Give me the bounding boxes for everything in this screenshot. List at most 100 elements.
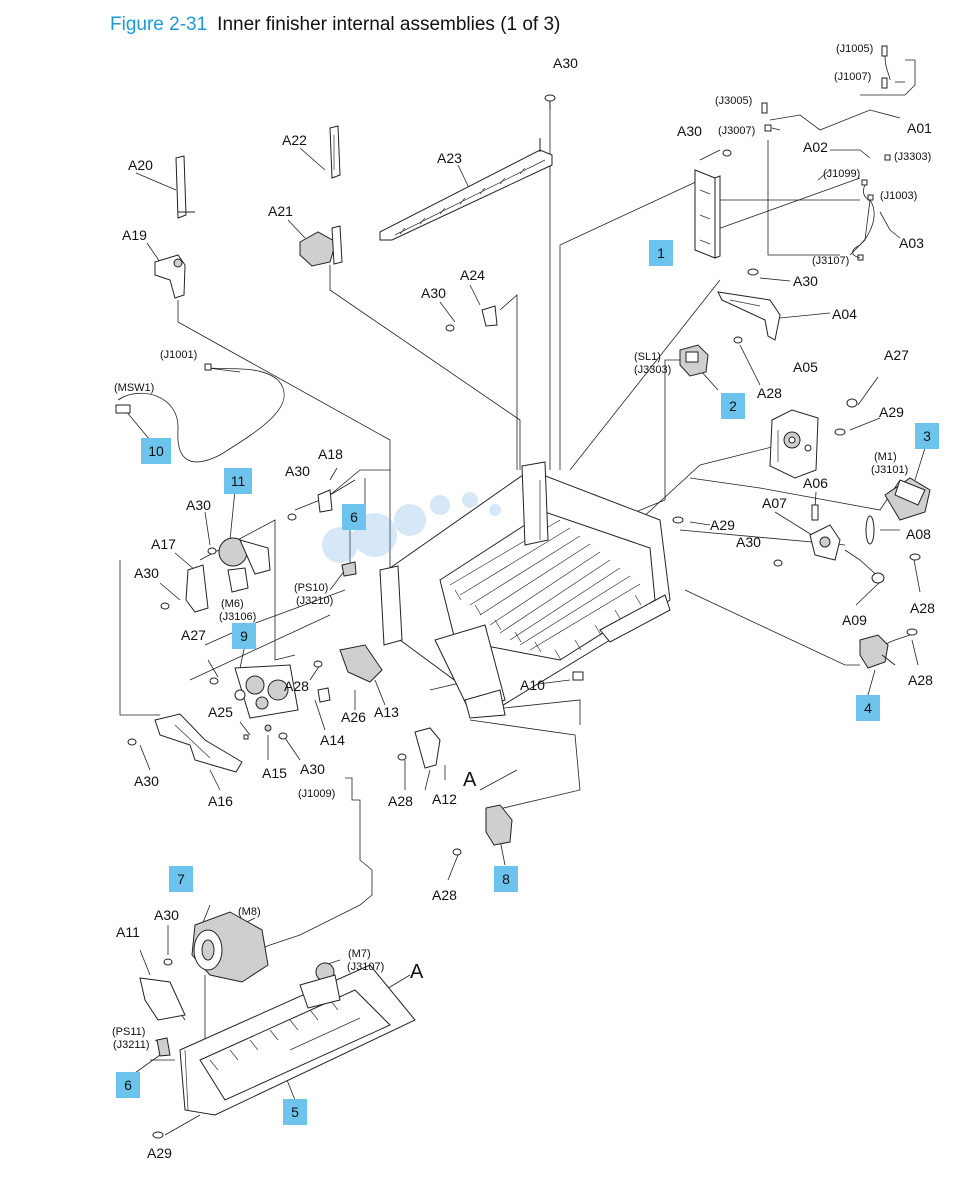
callout-7: 7: [169, 866, 193, 892]
svg-text:1: 1: [657, 245, 665, 261]
callout-8: 8: [494, 866, 518, 892]
part-a07-bracket: [809, 504, 841, 561]
callouts: 1 2 3 4 5 6 6 7: [116, 240, 939, 1125]
label-a30: A30: [154, 907, 179, 923]
part-a09-gear: [871, 572, 885, 584]
label-j1003: (J1003): [880, 190, 917, 202]
label-a29: A29: [879, 404, 904, 420]
screw-a30-a07: [773, 559, 783, 567]
label-a19: A19: [122, 227, 147, 243]
label-a28: A28: [388, 793, 413, 809]
part-msw1-switch: [115, 404, 131, 414]
screw-a30-top: [544, 94, 556, 110]
svg-text:2: 2: [729, 398, 737, 414]
part-a23-rail: [379, 138, 553, 241]
screw-a30-a17: [160, 602, 170, 610]
label-j1005: (J1005): [836, 43, 873, 55]
part-a21-block: [299, 225, 343, 267]
callout-6: 6: [116, 1072, 140, 1098]
screw-a30-a18: [287, 513, 297, 521]
screw-a28-sl1: [733, 336, 743, 344]
label-a22: A22: [282, 132, 307, 148]
screw-a30-a16: [127, 738, 137, 746]
label-a17: A17: [151, 536, 176, 552]
svg-text:9: 9: [240, 628, 248, 644]
svg-text:3: 3: [923, 428, 931, 444]
part-gear-assembly-9: [234, 664, 299, 719]
label-a30: A30: [285, 463, 310, 479]
svg-text:11: 11: [231, 473, 246, 489]
part-labels: A30 A20 A22 A23 A21 A19 A24 A30 (J1005) …: [112, 43, 935, 1161]
label-a30: A30: [677, 123, 702, 139]
label-j1099: (J1099): [823, 168, 860, 180]
screw-a28-left: [313, 660, 323, 668]
label-a15: A15: [262, 765, 287, 781]
label-a18: A18: [318, 446, 343, 462]
part-a19-bracket: [154, 254, 186, 299]
label-a29: A29: [710, 517, 735, 533]
part-a04-bracket: [717, 291, 781, 341]
label-a05: A05: [793, 359, 818, 375]
label-m8: (M8): [238, 906, 261, 918]
label-a03: A03: [899, 235, 924, 251]
label-a27: A27: [181, 627, 206, 643]
label-a26: A26: [341, 709, 366, 725]
label-a07: A07: [762, 495, 787, 511]
part-ps11-sensor: [156, 1037, 171, 1057]
callout-5: 5: [283, 1099, 307, 1125]
label-a27: A27: [884, 347, 909, 363]
screw-a29-bottom: [152, 1131, 164, 1139]
label-j3210: (J3210): [296, 595, 333, 607]
label-j3101: (J3101): [871, 464, 908, 476]
label-a21: A21: [268, 203, 293, 219]
label-a28: A28: [910, 600, 935, 616]
screw-a30-a24: [445, 324, 455, 332]
part-j1001-connector: [204, 363, 212, 371]
screw-a28-c8: [452, 848, 462, 856]
screw-a30-c11: [207, 547, 217, 555]
part-sensor-4: [859, 634, 896, 669]
label-msw1: (MSW1): [114, 382, 154, 394]
label-a13: A13: [374, 704, 399, 720]
label-j3303: (J3303): [894, 151, 931, 163]
screw-a27-left: [209, 677, 219, 685]
callout-6: 6: [342, 504, 366, 530]
screw-a30-a15: [278, 732, 288, 740]
label-a30: A30: [300, 761, 325, 777]
part-m1-motor: [884, 477, 931, 521]
part-m6-motor: [218, 537, 271, 593]
label-a10: A10: [520, 677, 545, 693]
label-a28: A28: [757, 385, 782, 401]
label-a11: A11: [116, 924, 140, 940]
screw-a30-a11: [163, 958, 173, 966]
leader-lines: [117, 59, 926, 1136]
callout-10: 10: [141, 438, 171, 464]
label-j3005: (J3005): [715, 95, 752, 107]
callout-4: 4: [856, 695, 880, 721]
label-a28: A28: [432, 887, 457, 903]
label-a30: A30: [186, 497, 211, 513]
label-a02: A02: [803, 139, 828, 155]
screw-a28-a12: [397, 753, 407, 761]
label-a16: A16: [208, 793, 233, 809]
label-ps11: (PS11): [112, 1026, 145, 1038]
part-a22-bracket: [329, 125, 341, 179]
screw-a29-right: [834, 428, 846, 436]
label-j3107: (J3107): [812, 255, 849, 267]
label-a29: A29: [147, 1145, 172, 1161]
part-a16-bracket: [154, 713, 243, 773]
part-a10-clip: [572, 671, 584, 681]
svg-text:7: 7: [177, 871, 185, 887]
part-a05-plate: [769, 409, 819, 479]
part-sensor-8: [485, 804, 513, 846]
callout-11: 11: [224, 468, 252, 494]
label-a14: A14: [320, 732, 345, 748]
part-m7-motor: [299, 962, 341, 1009]
part-cable-connectors: [722, 45, 891, 261]
screw-a28-c4: [906, 628, 918, 636]
part-main-frame: [379, 461, 671, 719]
label-m1: (M1): [874, 451, 897, 463]
svg-text:6: 6: [124, 1077, 132, 1093]
